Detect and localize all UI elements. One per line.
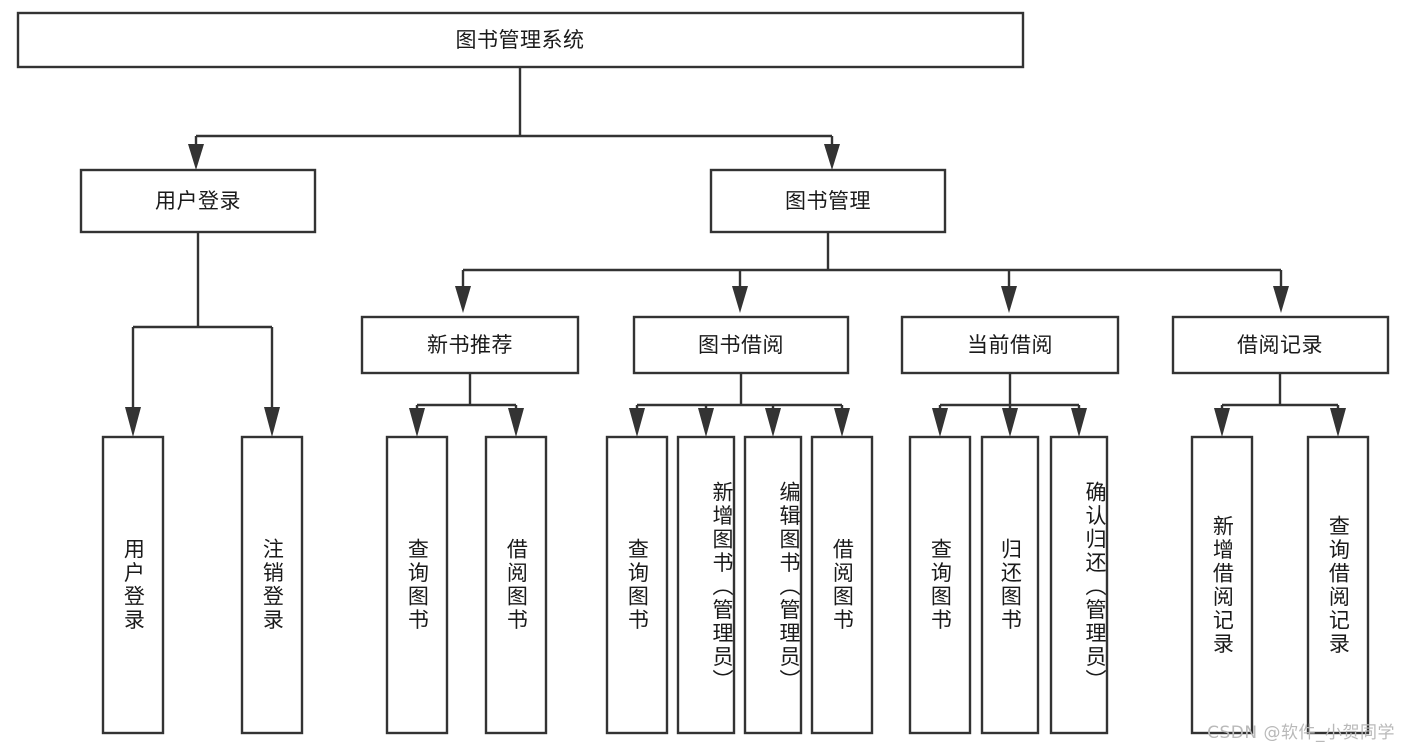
node-borrow-record[interactable]: 借阅记录	[1171, 315, 1390, 375]
leaf-box-borrow-book-1[interactable]	[484, 435, 548, 735]
leaf-box-query-borrow-record[interactable]	[1306, 435, 1370, 735]
node-new-book-recommend-box	[360, 315, 580, 375]
node-user-login-label: 用户登录	[155, 189, 241, 213]
leaf-box-logout[interactable]	[240, 435, 304, 735]
arrow-head-leaf-3	[409, 408, 425, 437]
arrow-head-leaf-12	[1214, 408, 1230, 437]
leaf-box-return-book[interactable]	[980, 435, 1040, 735]
arrow-head-leaf-5	[629, 408, 645, 437]
node-root-label: 图书管理系统	[456, 28, 585, 52]
arrow-head-leaf-2	[264, 407, 280, 437]
watermark-text: CSDN @软件_小贺同学	[1207, 723, 1395, 743]
arrow-head-leaf-9	[932, 408, 948, 437]
node-user-login[interactable]: 用户登录	[79, 168, 317, 234]
arrow-head-leaf-4	[508, 408, 524, 437]
arrow-head-leaf-10	[1002, 408, 1018, 437]
node-new-book-recommend-label: 新书推荐	[427, 333, 513, 357]
node-book-management-box	[709, 168, 947, 234]
arrow-head-leaf-7	[765, 408, 781, 437]
node-root-box	[16, 11, 1025, 69]
arrow-head-l3-2	[732, 286, 748, 313]
leaf-box-borrow-book-2[interactable]	[810, 435, 874, 735]
node-current-borrow[interactable]: 当前借阅	[900, 315, 1120, 375]
node-borrow-record-label: 借阅记录	[1237, 333, 1323, 357]
node-book-management-label: 图书管理	[785, 189, 871, 213]
node-current-borrow-box	[900, 315, 1120, 375]
leaf-box-edit-book-admin[interactable]	[743, 435, 803, 735]
arrow-head-leaf-8	[834, 408, 850, 437]
arrow-head-leaf-6	[698, 408, 714, 437]
leaf-box-confirm-return-admin[interactable]	[1049, 435, 1109, 735]
leaf-box-user-login[interactable]	[101, 435, 165, 735]
node-root[interactable]: 图书管理系统	[16, 11, 1025, 69]
node-book-borrow-label: 图书借阅	[698, 333, 784, 357]
leaf-box-query-book-2[interactable]	[605, 435, 669, 735]
leaf-box-query-book-3[interactable]	[908, 435, 972, 735]
arrow-head-leaf-1	[125, 407, 141, 437]
arrow-head-leaf-13	[1330, 408, 1346, 437]
node-book-borrow[interactable]: 图书借阅	[632, 315, 850, 375]
node-current-borrow-label: 当前借阅	[967, 333, 1053, 357]
node-book-borrow-box	[632, 315, 850, 375]
arrow-head-l2-1	[188, 144, 204, 170]
arrow-head-l3-1	[455, 286, 471, 313]
arrow-head-l3-3	[1001, 286, 1017, 313]
leaf-box-add-book-admin[interactable]	[676, 435, 736, 735]
arrow-head-l2-2	[824, 144, 840, 170]
node-new-book-recommend[interactable]: 新书推荐	[360, 315, 580, 375]
arrow-head-l3-4	[1273, 286, 1289, 313]
node-book-management[interactable]: 图书管理	[709, 168, 947, 234]
leaf-box-add-borrow-record[interactable]	[1190, 435, 1254, 735]
node-borrow-record-box	[1171, 315, 1390, 375]
leaf-box-query-book-1[interactable]	[385, 435, 449, 735]
arrow-head-leaf-11	[1071, 408, 1087, 437]
